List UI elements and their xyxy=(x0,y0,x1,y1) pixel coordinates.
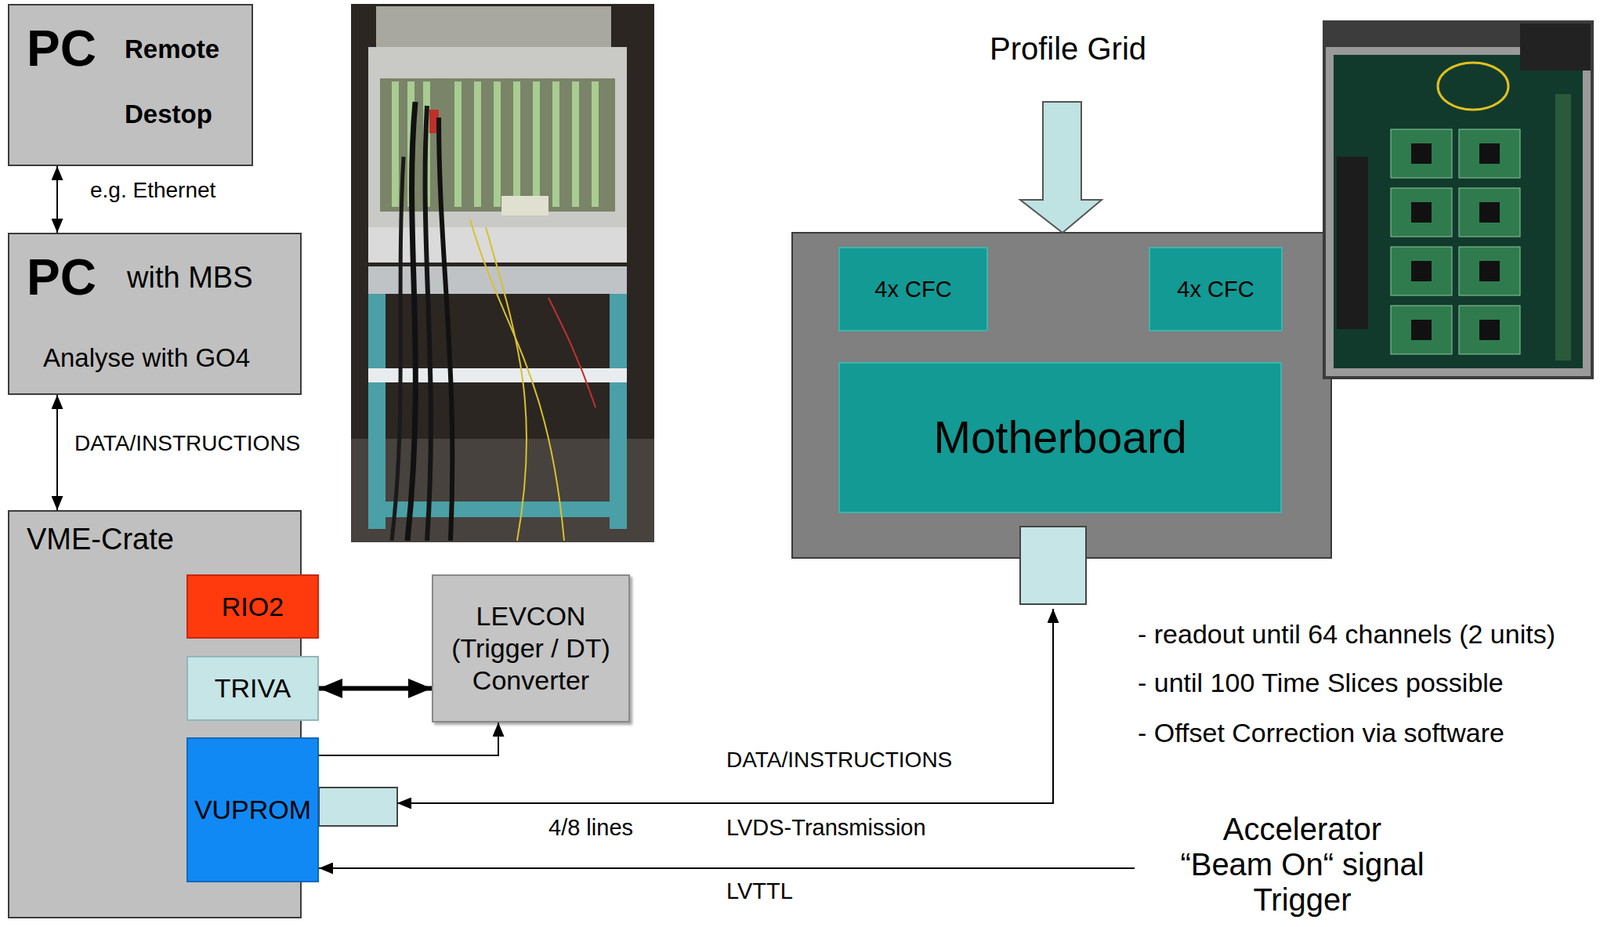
board-photo xyxy=(1479,319,1500,341)
port-connector xyxy=(318,787,398,826)
rack-photo xyxy=(591,81,599,207)
motherboard: Motherboard xyxy=(838,361,1282,514)
rack-photo xyxy=(351,3,655,543)
edge-label: e.g. Ethernet xyxy=(90,177,216,203)
board-photo xyxy=(1520,23,1591,71)
box-text: VME-Crate xyxy=(26,522,174,558)
board-photo xyxy=(1479,202,1500,223)
box-text: with MBS xyxy=(126,260,253,296)
note: - readout until 64 channels (2 units) xyxy=(1137,619,1556,650)
converter-box: LEVCON (Trigger / DT) Converter xyxy=(431,574,630,723)
board-photo xyxy=(1555,94,1572,361)
connector-arrow xyxy=(56,394,58,511)
signal-label: LVDS-Transmission xyxy=(726,814,927,841)
port-connector xyxy=(318,787,398,826)
board-photo xyxy=(1458,246,1521,296)
rack-photo xyxy=(485,227,527,541)
box-text: PC xyxy=(26,252,97,303)
box-text: 4x CFC xyxy=(1176,275,1254,304)
detector-housing xyxy=(792,232,1332,558)
rack-photo xyxy=(425,105,431,541)
signal-label: DATA/INSTRUCTIONS xyxy=(726,747,953,773)
detector-housing xyxy=(1020,526,1086,605)
pc-box: PC with MBS Analyse with GO4 xyxy=(7,232,302,395)
cfc-board: 4x CFC xyxy=(838,246,989,332)
profile-grid-arrow xyxy=(1020,101,1102,233)
board-photo xyxy=(1411,319,1432,341)
rack-photo xyxy=(454,81,462,207)
board-photo xyxy=(1390,188,1452,237)
board-photo xyxy=(1411,260,1432,282)
board-photo xyxy=(1411,143,1432,164)
rack-photo xyxy=(376,6,612,51)
board-photo xyxy=(1325,47,1591,377)
signal-label: 4/8 lines xyxy=(548,814,634,841)
rack-photo xyxy=(438,117,453,541)
box-text: LEVCON (Trigger / DT) Converter xyxy=(441,600,622,696)
box-text: Motherboard xyxy=(933,410,1187,464)
rack-photo xyxy=(501,195,549,216)
box-text: VUPROM xyxy=(194,793,312,826)
box-text: PC xyxy=(26,23,97,74)
pc-box: PC Remote Destop xyxy=(7,3,254,167)
rack-photo xyxy=(368,501,627,518)
board-photo xyxy=(1333,54,1583,369)
connector-arrow xyxy=(318,722,499,756)
box-text: RIO2 xyxy=(221,590,284,623)
module-card: VUPROM xyxy=(186,737,319,883)
connector-arrow xyxy=(318,686,432,692)
rack-photo xyxy=(368,227,627,263)
rack-photo xyxy=(470,219,565,541)
edge-label: DATA/INSTRUCTIONS xyxy=(74,430,301,456)
trigger-source-label: Accelerator “Beam On“ signal Trigger xyxy=(1176,811,1428,917)
board-photo xyxy=(1479,260,1500,282)
board-photo xyxy=(1458,188,1521,237)
rack-photo xyxy=(407,101,416,541)
rack-photo xyxy=(368,368,627,383)
rack-photo xyxy=(493,81,501,207)
board-photo xyxy=(1479,143,1500,164)
board-photo xyxy=(1390,305,1452,355)
box-text: 4x CFC xyxy=(874,275,952,304)
board-photo xyxy=(1322,20,1594,380)
module-card: RIO2 xyxy=(186,574,319,639)
rack-photo xyxy=(351,3,655,543)
rack-photo xyxy=(474,81,482,207)
rack-photo xyxy=(368,293,386,529)
board-photo xyxy=(1322,20,1594,380)
board-photo xyxy=(1458,305,1521,355)
rack-photo xyxy=(513,81,521,207)
rack-photo xyxy=(548,297,596,408)
note: - until 100 Time Slices possible xyxy=(1137,667,1504,699)
board-photo xyxy=(1390,246,1452,296)
rack-photo xyxy=(571,81,580,207)
input-label: Profile Grid xyxy=(989,30,1147,67)
signal-wire xyxy=(318,867,1135,869)
rack-photo xyxy=(609,293,627,529)
rack-photo xyxy=(368,47,627,228)
note: - Offset Correction via software xyxy=(1137,717,1505,749)
board-photo xyxy=(1411,202,1432,223)
board-photo xyxy=(1336,156,1369,330)
board-photo xyxy=(1390,129,1452,178)
cfc-board: 4x CFC xyxy=(1148,246,1283,332)
rack-photo xyxy=(532,81,540,207)
board-photo xyxy=(1458,129,1521,178)
vme-crate: VME-CrateRIO2TRIVAVUPROM xyxy=(7,510,302,919)
board-photo xyxy=(1437,62,1509,110)
box-text: Remote Destop xyxy=(124,16,220,147)
box-text: TRIVA xyxy=(214,672,292,705)
detector-housing xyxy=(792,232,1332,605)
module-card: TRIVA xyxy=(186,655,319,721)
signal-label: LVTTL xyxy=(726,878,793,905)
connector-arrow xyxy=(56,166,58,233)
box-text: Analyse with GO4 xyxy=(43,343,250,373)
profile-grid-arrow xyxy=(1020,101,1102,233)
rack-photo xyxy=(552,81,560,207)
rack-photo xyxy=(391,156,404,541)
rack-photo xyxy=(391,81,399,207)
